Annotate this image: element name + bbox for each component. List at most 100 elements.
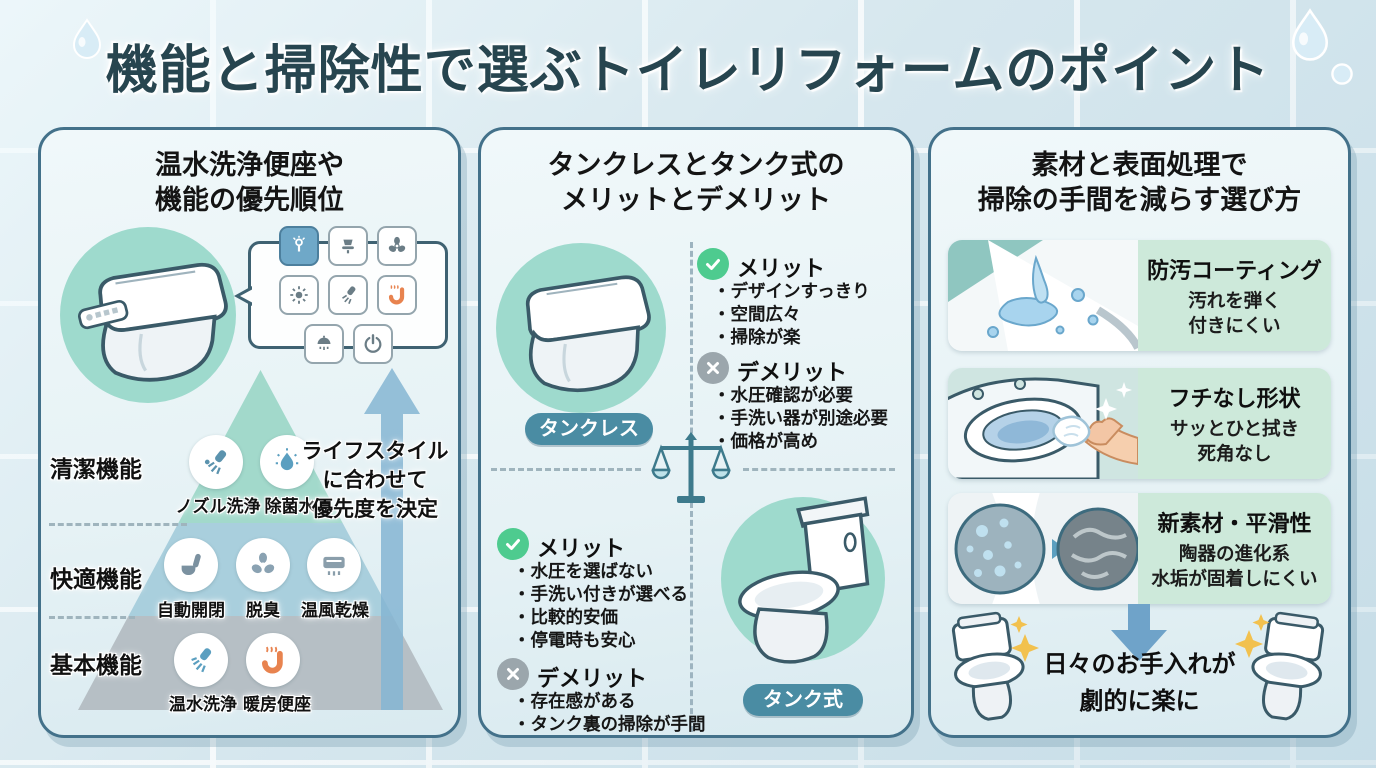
tier-divider <box>49 616 135 619</box>
tank-toilet-illustration <box>738 496 870 664</box>
tankless-merit-list: デザインすっきり 空間広々 掃除が楽 <box>713 280 870 349</box>
material-heading: 防汚コーティング <box>1147 257 1322 283</box>
panel-functions-title-line1: 温水洗浄便座や <box>155 150 344 180</box>
merit-check-icon <box>697 248 729 280</box>
tier-label-comfort: 快適機能 <box>50 566 142 592</box>
rimless-wipe-illustration <box>948 368 1138 479</box>
material-desc: 水垢が固着しにくい <box>1151 567 1318 589</box>
conclusion-line1: 日々のお手入れが <box>1043 651 1236 678</box>
material-desc: 死角なし <box>1197 442 1272 464</box>
list-item: 停電時も安心 <box>513 629 688 652</box>
pyramid-item-label: 暖房便座 <box>243 695 311 714</box>
tankless-demerit-title: デメリット <box>737 360 848 385</box>
panel-tank-title-line1: タンクレスとタンク式の <box>547 150 845 180</box>
list-item: 手洗い付きが選べる <box>513 583 689 606</box>
clean-toilet-icon <box>1235 611 1325 721</box>
demerit-x-icon <box>497 658 529 690</box>
panel-tank-title-line2: メリットとデメリット <box>561 185 831 216</box>
comparison-divider <box>491 468 641 471</box>
tankless-toilet-illustration <box>525 275 651 393</box>
material-row-coating: 防汚コーティング 汚れを弾く 付きにくい <box>948 240 1331 351</box>
heated-seat-icon <box>246 633 300 687</box>
sterilizing-water-icon <box>260 435 314 489</box>
list-item: 掃除が楽 <box>713 326 870 349</box>
priority-up-arrow <box>364 368 420 710</box>
water-droplet-icon <box>1291 8 1329 61</box>
lifestyle-note: ライフスタイル に合わせて 優先度を決定 <box>294 438 456 525</box>
panel-material-title-line2: 掃除の手間を減らす選び方 <box>977 185 1302 216</box>
material-desc: 汚れを弾く <box>1188 289 1281 311</box>
list-item: 手洗い器が別途必要 <box>713 407 889 430</box>
power-icon <box>352 324 393 364</box>
deodorize-icon <box>236 538 290 592</box>
light-icon <box>279 275 319 315</box>
comparison-divider <box>743 468 895 471</box>
panel-functions-title: 温水洗浄便座や 機能の優先順位 <box>41 148 458 218</box>
dryer-shower-icon <box>303 324 344 364</box>
water-droplet-icon <box>72 18 102 59</box>
panel-material-title-line1: 素材と表面処理で <box>1031 150 1248 180</box>
result-down-arrow <box>1111 604 1167 661</box>
tankless-merit-title: メリット <box>737 256 826 281</box>
pyramid-item-label: 温水洗浄 <box>169 695 237 714</box>
tank-label: タンク式 <box>743 684 863 716</box>
tier-label-clean: 清潔機能 <box>50 456 142 482</box>
tank-demerit-title: デメリット <box>537 666 648 691</box>
nozzle-spray-icon <box>328 275 368 315</box>
tankless-label: タンクレス <box>525 413 653 445</box>
lifestyle-note-line3: 優先度を決定 <box>312 497 438 521</box>
tier-divider <box>49 523 187 526</box>
merit-check-icon <box>497 528 529 560</box>
clean-toilet-icon <box>951 611 1039 721</box>
conclusion-text: 日々のお手入れが 劇的に楽に <box>931 646 1348 720</box>
list-item: 存在感がある <box>513 690 706 713</box>
stop-wash-icon <box>328 226 368 266</box>
material-row-rimless: フチなし形状 サッとひと拭き 死角なし <box>948 368 1331 479</box>
auto-open-close-icon <box>164 538 218 592</box>
list-item: 価格が高め <box>713 430 888 453</box>
pyramid-item-label: ノズル洗浄 <box>175 497 261 516</box>
lifestyle-note-line1: ライフスタイル <box>301 440 449 463</box>
warm-air-dry-icon <box>307 538 361 592</box>
material-desc: 陶器の進化系 <box>1178 542 1290 564</box>
tier-label-basic: 基本機能 <box>50 652 142 678</box>
panel-material-choice: 素材と表面処理で 掃除の手間を減らす選び方 防汚コーティング 汚れを弾く 付きに… <box>928 127 1351 738</box>
tankless-demerit-list: 水圧確認が必要 手洗い器が別途必要 価格が高め <box>713 384 889 453</box>
demerit-x-icon <box>697 352 729 384</box>
list-item: 比較的安価 <box>513 606 688 629</box>
tank-merit-title: メリット <box>537 536 626 561</box>
material-row-smooth: 新素材・平滑性 陶器の進化系 水垢が固着しにくい <box>948 493 1331 604</box>
conclusion-line2: 劇的に楽に <box>1079 688 1200 716</box>
list-item: 水圧確認が必要 <box>713 384 888 407</box>
material-heading: フチなし形状 <box>1168 385 1301 411</box>
panel-functions-title-line2: 機能の優先順位 <box>155 185 344 216</box>
water-droplet-icon <box>1331 63 1353 85</box>
material-row-text: フチなし形状 サッとひと拭き 死角なし <box>1138 368 1331 479</box>
list-item: 水圧を選ばない <box>513 560 688 583</box>
tank-merit-list: 水圧を選ばない 手洗い付きが選べる 比較的安価 停電時も安心 <box>513 560 689 652</box>
pyramid-item-label: 脱臭 <box>246 601 280 620</box>
pyramid-item-label: 温風乾燥 <box>301 601 369 620</box>
material-desc: サッとひと拭き <box>1170 417 1299 439</box>
pyramid-item-label: 除菌水 <box>264 497 316 516</box>
material-heading: 新素材・平滑性 <box>1157 510 1312 536</box>
lifestyle-note-line2: に合わせて <box>322 468 428 492</box>
panel-tank-title: タンクレスとタンク式の メリットとデメリット <box>481 148 911 218</box>
heated-seat-icon <box>377 275 417 315</box>
comparison-divider <box>690 502 693 732</box>
smooth-material-illustration <box>948 493 1138 604</box>
comparison-divider <box>690 242 693 460</box>
balance-scale-icon <box>651 432 731 503</box>
fan-icon <box>377 226 417 266</box>
list-item: 空間広々 <box>713 303 870 326</box>
tank-demerit-list: 存在感がある タンク裏の掃除が手間 <box>513 690 706 736</box>
washlet-toilet-illustration <box>77 262 228 382</box>
warm-water-wash-icon <box>174 633 228 687</box>
nozzle-clean-icon <box>189 435 243 489</box>
bidet-wash-icon <box>279 226 319 266</box>
material-row-text: 新素材・平滑性 陶器の進化系 水垢が固着しにくい <box>1138 493 1331 604</box>
list-item: デザインすっきり <box>713 280 870 303</box>
panel-functions-priority: 温水洗浄便座や 機能の優先順位 <box>38 127 461 738</box>
water-repel-illustration <box>948 240 1138 351</box>
